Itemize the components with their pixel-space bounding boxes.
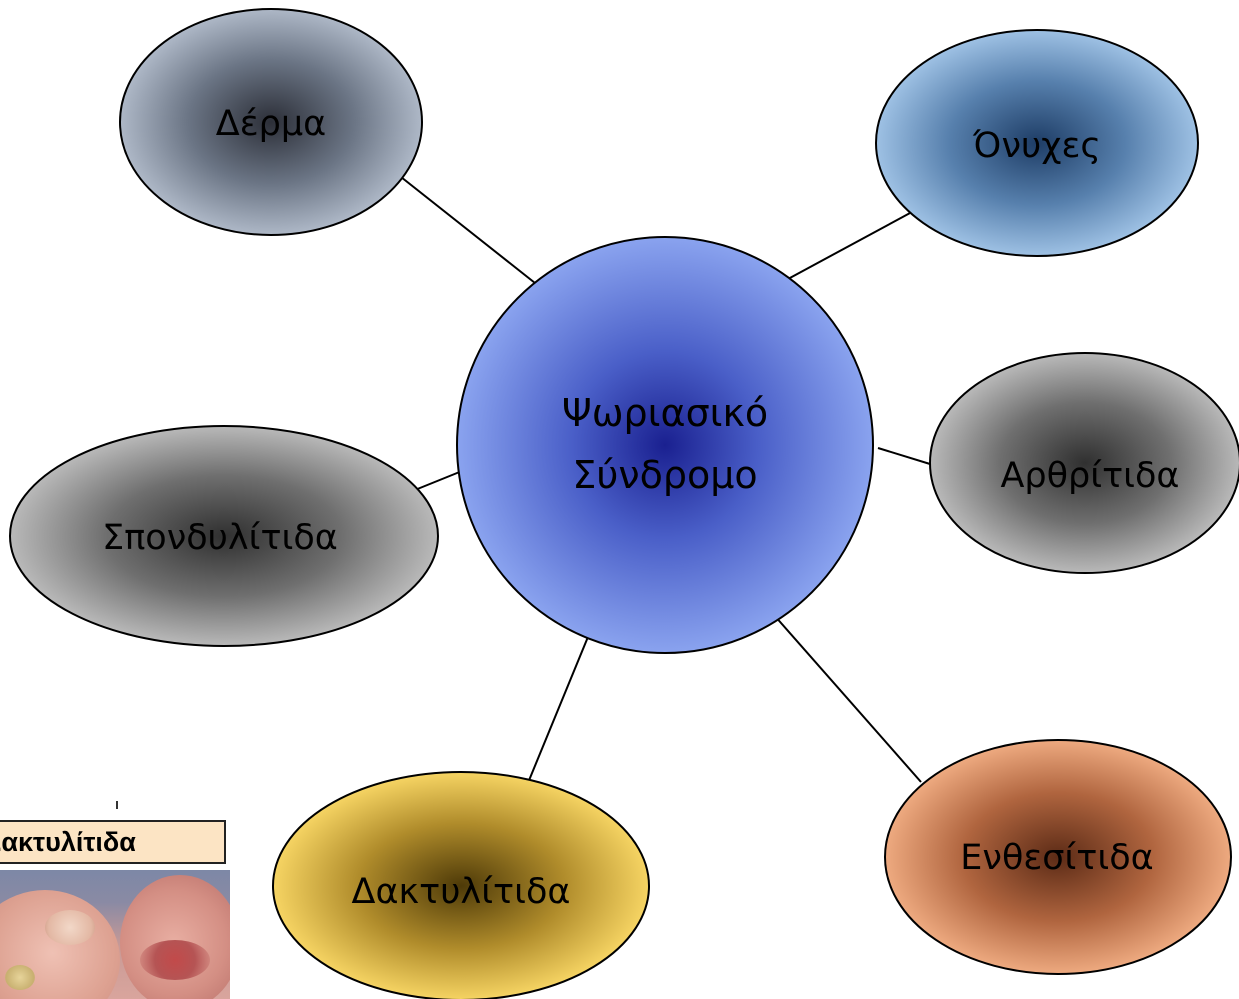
dactylitis-photo: [0, 870, 230, 999]
node-enthesitida: Ενθεσίτιδα: [884, 739, 1232, 975]
node-arthritida-label: Αρθρίτιδα: [1000, 456, 1179, 496]
photo-tick-mark: [116, 801, 118, 809]
node-derma: Δέρμα: [119, 8, 423, 236]
photo-nail-shape: [5, 965, 35, 990]
node-derma-label: Δέρμα: [216, 104, 326, 144]
node-onyches: Όνυχες: [875, 29, 1199, 257]
photo-caption: Δακτυλίτιδα: [0, 820, 226, 864]
node-spondylitida-label: Σπονδυλίτιδα: [102, 518, 338, 558]
node-enthesitida-shape: [884, 739, 1232, 975]
node-onyches-shape: [875, 29, 1199, 257]
connector-spondylitida: [409, 470, 463, 493]
node-enthesitida-label: Ενθεσίτιδα: [960, 838, 1153, 878]
connector-daktylitida: [522, 631, 591, 796]
connector-enthesitida: [773, 614, 922, 783]
photo-toe-shape: [120, 875, 230, 999]
center-label-line2: Σύνδρομο: [572, 453, 757, 497]
node-daktylitida-shape: [272, 771, 650, 999]
node-daktylitida: Δακτυλίτιδα: [272, 771, 650, 999]
node-arthritida-shape: [929, 352, 1239, 574]
node-daktylitida-label: Δακτυλίτιδα: [352, 872, 571, 912]
node-derma-shape: [119, 8, 423, 236]
connector-derma: [400, 176, 536, 284]
center-node-shape: [456, 236, 874, 654]
connector-arthritida: [877, 447, 931, 465]
connector-lines: [400, 176, 931, 796]
node-onyches-label: Όνυχες: [972, 126, 1101, 166]
center-node: Ψωριασικό Σύνδρομο: [456, 236, 874, 654]
node-arthritida: Αρθρίτιδα: [929, 352, 1239, 574]
connector-onyches: [787, 205, 924, 280]
photo-lesion-shape: [140, 940, 210, 980]
node-spondylitida-shape: [9, 425, 439, 647]
photo-toenail-shape: [45, 910, 95, 945]
node-spondylitida: Σπονδυλίτιδα: [9, 425, 439, 647]
center-label-line1: Ψωριασικό: [562, 391, 768, 435]
